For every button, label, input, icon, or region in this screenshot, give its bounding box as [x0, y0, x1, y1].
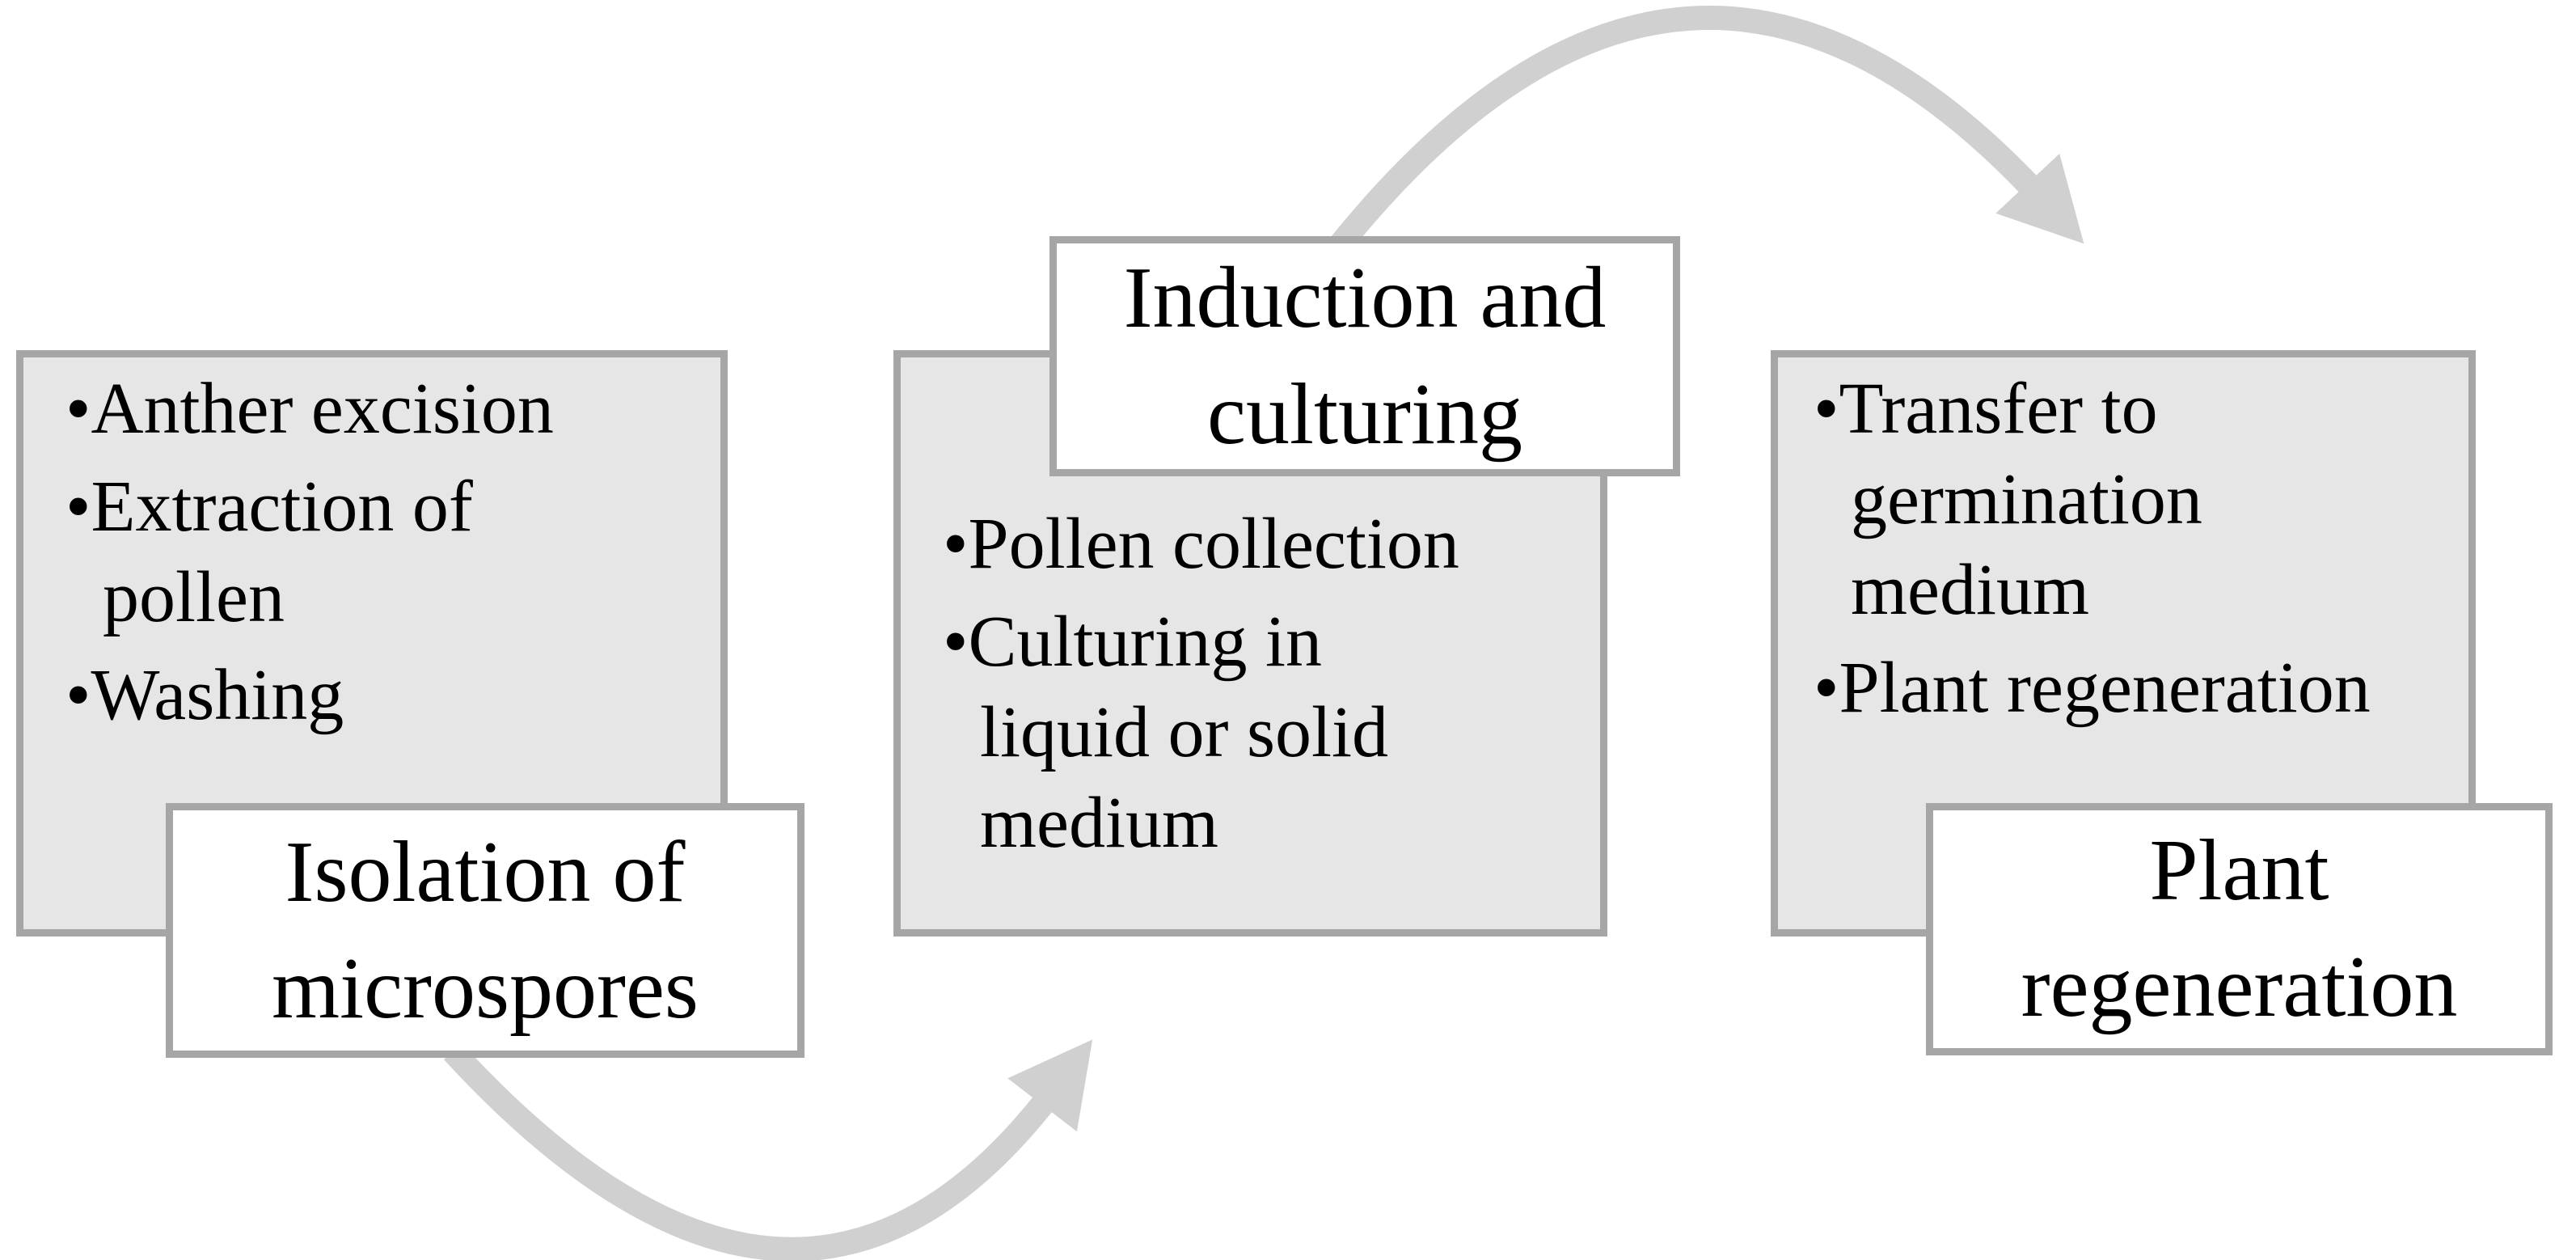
- arrow-stage1-to-stage2: [443, 1039, 1093, 1260]
- bullet-item: Anther excision: [65, 364, 711, 455]
- title-box-regeneration: Plant regeneration: [1926, 803, 2553, 1055]
- title-label-induction: Induction and culturing: [1123, 249, 1607, 463]
- bullet-item: Transfer to germination medium: [1814, 364, 2464, 636]
- bullet-list-induction: Pollen collection Culturing in liquid or…: [901, 357, 1600, 869]
- bullet-item: Plant regeneration: [1814, 643, 2464, 734]
- title-box-induction: Induction and culturing: [1049, 236, 1680, 476]
- title-label-isolation: Isolation of microspores: [272, 823, 699, 1037]
- arrow-stage2-to-stage3: [1331, 6, 2084, 252]
- bullet-item: Pollen collection: [943, 499, 1592, 590]
- title-box-isolation: Isolation of microspores: [166, 803, 804, 1058]
- stage-box-isolation: Anther excision Extraction of pollen Was…: [16, 350, 728, 937]
- title-label-regeneration: Plant regeneration: [2021, 822, 2458, 1035]
- bullet-list-regeneration: Transfer to germination medium Plant reg…: [1778, 357, 2468, 734]
- bullet-item: Culturing in liquid or solid medium: [943, 597, 1592, 869]
- bullet-item: Extraction of pollen: [65, 462, 711, 643]
- bullet-list-isolation: Anther excision Extraction of pollen Was…: [23, 357, 720, 741]
- bullet-item: Washing: [65, 650, 711, 741]
